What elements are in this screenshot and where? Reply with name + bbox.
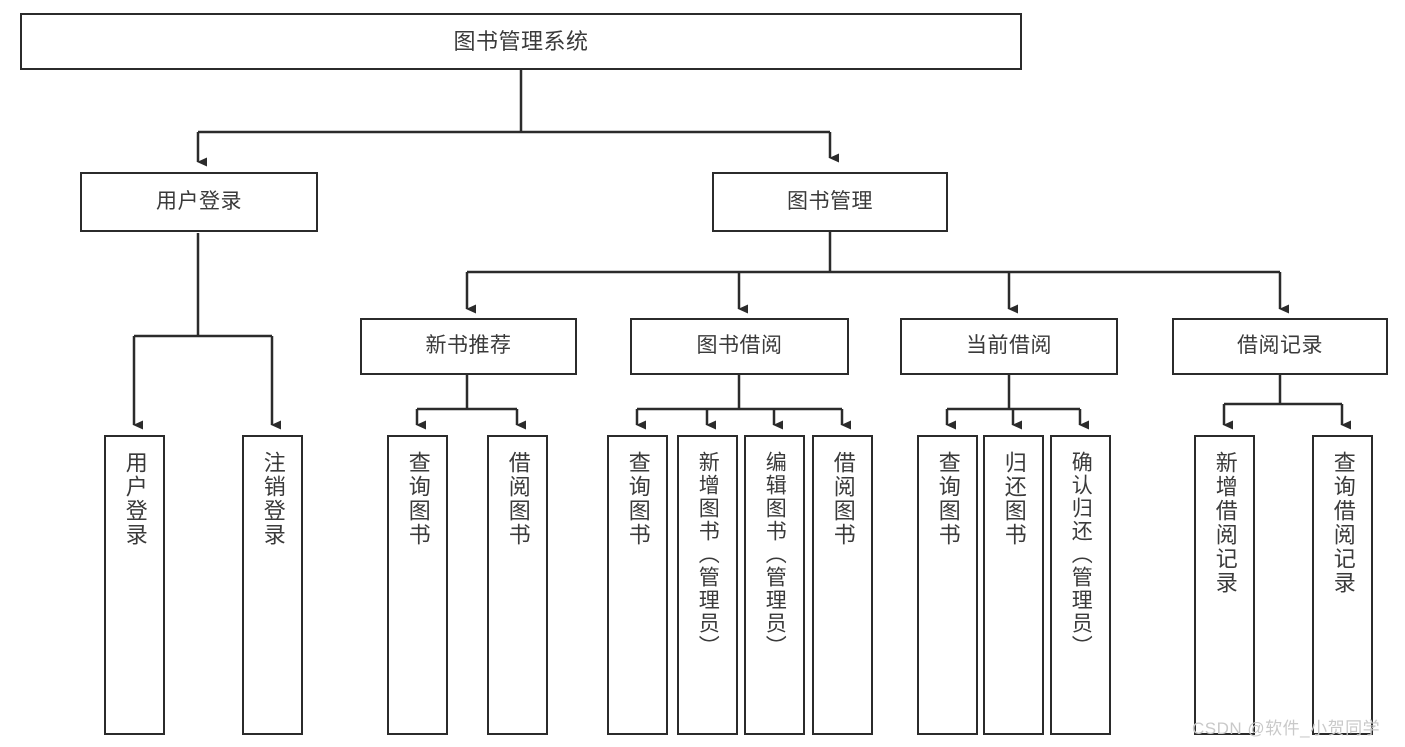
leaf-edit-book-admin[interactable]: 编辑图书（管理员） (744, 435, 805, 735)
node-label: 借阅图书 (830, 451, 856, 547)
node-new-book-recommend[interactable]: 新书推荐 (360, 318, 577, 375)
node-label: 编辑图书（管理员） (763, 451, 787, 658)
node-label: 确认归还（管理员） (1069, 451, 1093, 658)
node-label: 注销登录 (260, 451, 286, 547)
leaf-query-book-borrow[interactable]: 查询图书 (607, 435, 668, 735)
node-label: 图书管理系统 (453, 28, 589, 54)
node-user-login[interactable]: 用户登录 (80, 172, 318, 232)
node-book-borrow[interactable]: 图书借阅 (630, 318, 849, 375)
leaf-user-login[interactable]: 用户登录 (104, 435, 165, 735)
node-book-management[interactable]: 图书管理 (712, 172, 948, 232)
node-label: 图书管理 (787, 189, 873, 213)
node-label: 借阅记录 (1237, 334, 1323, 358)
node-label: 新增图书（管理员） (696, 451, 720, 658)
leaf-query-book-recommend[interactable]: 查询图书 (387, 435, 448, 735)
node-label: 查询图书 (405, 451, 431, 547)
leaf-query-borrow-record[interactable]: 查询借阅记录 (1312, 435, 1373, 735)
node-label: 查询图书 (625, 451, 651, 547)
leaf-add-book-admin[interactable]: 新增图书（管理员） (677, 435, 738, 735)
node-label: 新增借阅记录 (1212, 451, 1238, 595)
node-root-book-management-system[interactable]: 图书管理系统 (20, 13, 1022, 70)
node-label: 查询图书 (935, 451, 961, 547)
leaf-query-book-current[interactable]: 查询图书 (917, 435, 978, 735)
node-label: 用户登录 (156, 189, 242, 213)
leaf-borrow-book[interactable]: 借阅图书 (812, 435, 873, 735)
node-label: 当前借阅 (966, 334, 1052, 358)
node-label: 新书推荐 (425, 334, 512, 358)
leaf-borrow-book-recommend[interactable]: 借阅图书 (487, 435, 548, 735)
node-label: 查询借阅记录 (1330, 451, 1356, 595)
node-label: 用户登录 (122, 451, 148, 547)
node-label: 图书借阅 (696, 334, 783, 358)
node-label: 归还图书 (1001, 451, 1027, 547)
leaf-return-book[interactable]: 归还图书 (983, 435, 1044, 735)
leaf-confirm-return-admin[interactable]: 确认归还（管理员） (1050, 435, 1111, 735)
leaf-logout-login[interactable]: 注销登录 (242, 435, 303, 735)
leaf-add-borrow-record[interactable]: 新增借阅记录 (1194, 435, 1255, 735)
node-borrow-record[interactable]: 借阅记录 (1172, 318, 1388, 375)
node-current-borrow[interactable]: 当前借阅 (900, 318, 1118, 375)
node-label: 借阅图书 (505, 451, 531, 547)
